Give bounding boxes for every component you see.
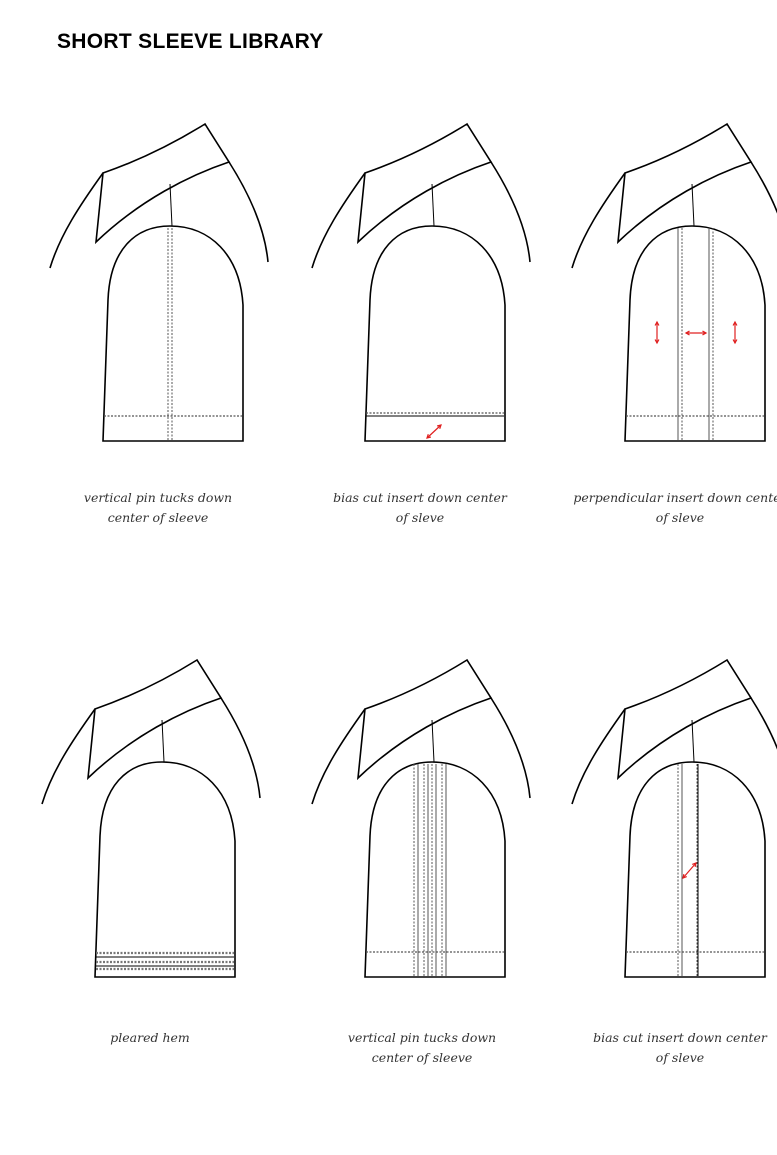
sleeve-perpendicular-insert [571, 122, 777, 442]
shoulder-line [490, 161, 531, 263]
arrowhead [654, 339, 660, 345]
arrowhead [732, 339, 738, 345]
sleeve-caption: bias cut insert down center of sleve [560, 1028, 777, 1068]
arrowhead [436, 424, 442, 429]
sleeve-center-pin-tucks [49, 122, 269, 442]
bodice-side-line [49, 172, 104, 269]
caption-line: perpendicular insert down center [573, 490, 777, 505]
collar-outline [356, 658, 493, 781]
bias-grain-arrow-shaft [426, 424, 442, 439]
shoulder-seam [161, 719, 165, 763]
sleeve-outline [624, 761, 766, 978]
arrowhead [692, 862, 697, 868]
shoulder-seam [691, 719, 695, 763]
sleeve-pleated-hem [41, 658, 261, 978]
shoulder-line [490, 697, 531, 799]
sleeve-outline [102, 225, 244, 442]
sleeve-outline [624, 225, 766, 442]
shoulder-seam [431, 719, 435, 763]
caption-line: center of sleeve [107, 510, 209, 525]
caption-line: of sleve [395, 510, 445, 525]
bias-grain-arrow [682, 862, 697, 879]
collar-outline [86, 658, 223, 781]
arrowhead [682, 873, 687, 879]
sleeve-bias-hem-insert [311, 122, 531, 442]
grain-arrow-vertical [732, 320, 738, 345]
sleeve-outline [364, 761, 506, 978]
sleeve-outline [364, 225, 506, 442]
page-title: SHORT SLEEVE LIBRARY [57, 30, 324, 53]
caption-line: bias cut insert down center [333, 490, 507, 505]
shoulder-line [750, 697, 777, 751]
sleeve-caption: bias cut insert down center of sleve [300, 488, 540, 528]
bias-grain-arrow [426, 424, 442, 439]
caption-line: of sleve [655, 1050, 705, 1065]
caption-line: vertical pin tucks down [83, 490, 233, 505]
sleeve-caption: pleared hem [30, 1028, 270, 1048]
bodice-side-line [571, 172, 626, 269]
arrowhead [426, 434, 432, 439]
sleeve-multi-pin-tucks [311, 658, 531, 978]
collar-outline [94, 122, 231, 245]
shoulder-seam [431, 183, 435, 227]
bodice-side-line [41, 708, 96, 805]
shoulder-seam [169, 183, 173, 227]
bodice-side-line [311, 172, 366, 269]
collar-outline [616, 658, 753, 781]
collar-outline [356, 122, 493, 245]
bodice-side-line [311, 708, 366, 805]
shoulder-line [750, 161, 777, 215]
sleeve-caption: vertical pin tucks down center of sleeve [38, 488, 278, 528]
shoulder-line [220, 697, 261, 799]
shoulder-seam [691, 183, 695, 227]
bodice-side-line [571, 708, 626, 805]
shoulder-line [228, 161, 269, 263]
bias-grain-arrow-shaft [682, 862, 697, 879]
arrowhead [702, 330, 708, 336]
grain-arrow-horizontal [684, 330, 708, 336]
caption-line: vertical pin tucks down [347, 1030, 497, 1045]
grain-arrow-vertical [654, 320, 660, 345]
sleeve-caption: vertical pin tucks down center of sleeve [302, 1028, 542, 1068]
arrowhead [732, 320, 738, 326]
caption-line: of sleve [655, 510, 705, 525]
caption-line: center of sleeve [371, 1050, 473, 1065]
collar-outline [616, 122, 753, 245]
sleeve-bias-center-insert [571, 658, 777, 978]
sleeve-outline [94, 761, 236, 978]
arrowhead [684, 330, 690, 336]
sleeve-caption: perpendicular insert down center of sleve [560, 488, 777, 528]
caption-line: bias cut insert down center [593, 1030, 767, 1045]
caption-line: pleared hem [110, 1030, 190, 1045]
arrowhead [654, 320, 660, 326]
